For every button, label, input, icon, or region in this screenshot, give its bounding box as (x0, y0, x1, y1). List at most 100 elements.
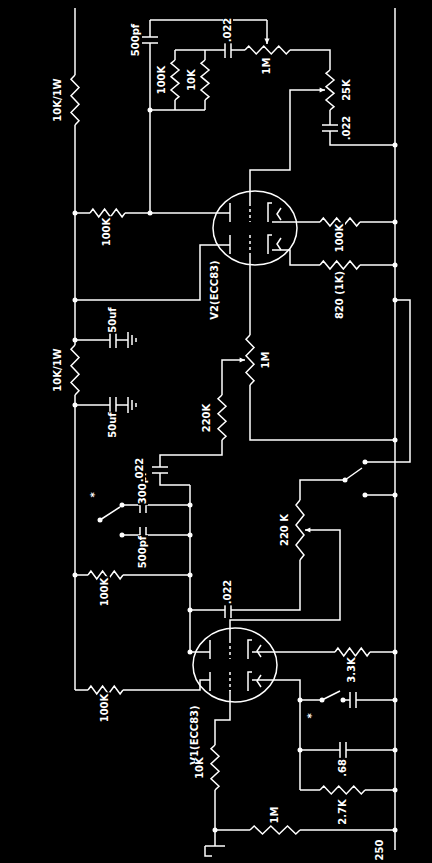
wire (160, 473, 190, 485)
resistor-symbol (211, 745, 219, 790)
resistor-symbol (320, 261, 360, 269)
resistor-value: 3.3K (347, 656, 357, 683)
wire (252, 680, 300, 790)
b-plus-rail (74, 395, 76, 690)
capacitor-symbol (322, 124, 338, 126)
wire (215, 690, 230, 745)
junction-dot (298, 698, 303, 703)
junction-dot (213, 828, 218, 833)
tube-cathode (268, 235, 272, 254)
wire (150, 109, 205, 111)
wire (300, 829, 395, 831)
wire (272, 221, 320, 223)
wire (231, 49, 245, 51)
tube-cathode (248, 672, 252, 691)
wiper-arrow (305, 527, 310, 532)
junction-dot (341, 698, 346, 703)
ground-symbol (127, 397, 129, 413)
junction-dot (343, 478, 348, 483)
resistor-symbol (201, 60, 209, 100)
resistor-value: 10K (195, 756, 205, 780)
wire (150, 19, 267, 21)
resistor-symbol (296, 500, 304, 560)
wire (356, 699, 395, 701)
junction-dot (393, 263, 398, 268)
capacitor-value: 50uf (108, 306, 118, 333)
resistor-value: 220K (202, 403, 212, 434)
resistor-symbol (250, 826, 300, 834)
tube-heater (277, 238, 281, 250)
resistor-value: 820 (1K) (335, 270, 345, 320)
b-plus-rail (74, 125, 76, 345)
wire (222, 360, 232, 395)
junction-dot (393, 143, 398, 148)
wire (300, 749, 340, 751)
tube-grid (229, 640, 231, 659)
wire (231, 560, 300, 610)
wire (215, 829, 250, 831)
junction-dot (188, 573, 193, 578)
wiper-arrow (264, 39, 269, 44)
resistor-value: 100K (335, 223, 345, 254)
wire (360, 221, 395, 223)
capacitor-value: .022 (223, 579, 233, 606)
junction-dot (73, 573, 78, 578)
junction-dot (120, 533, 125, 538)
resistor-value: 10K/1W (53, 77, 63, 122)
wire (125, 212, 230, 214)
junction-dot (393, 698, 398, 703)
capacitor-value: .022 (223, 17, 233, 44)
junction-dot (393, 438, 398, 443)
wire (160, 440, 222, 467)
tube-heater (257, 645, 261, 657)
wire (75, 404, 110, 406)
wire (272, 250, 320, 265)
wire (190, 609, 225, 611)
ground-symbol (135, 338, 137, 342)
wire (249, 254, 251, 335)
capacitor-value: .68 (338, 758, 348, 778)
tube-grid (229, 672, 231, 691)
tube-cathode (268, 203, 272, 222)
input-jack (205, 846, 212, 856)
wire (250, 90, 310, 203)
resistor-symbol (171, 60, 179, 100)
wire (174, 50, 176, 60)
resistor-symbol (245, 46, 290, 54)
resistor-value: 100K (100, 577, 110, 608)
capacitor-value: .022 (342, 115, 352, 142)
pot-value: 1M (262, 57, 272, 76)
voltage-label: 250 (375, 839, 385, 862)
capacitor-value: .022 (135, 457, 145, 484)
junction-dot (188, 608, 193, 613)
tube-label: V2(ECC83) (210, 259, 220, 320)
junction-dot (98, 518, 103, 523)
pot-value: 220 K (280, 513, 290, 547)
resistor-value: 2.7K (338, 798, 348, 825)
junction-dot (188, 503, 193, 508)
switch-blade (345, 468, 362, 480)
junction-dot (73, 211, 78, 216)
junction-dot (393, 828, 398, 833)
junction-dot (73, 403, 78, 408)
wires (71, 8, 410, 856)
wire (250, 385, 395, 440)
wire (190, 651, 210, 653)
junction-dot (393, 788, 398, 793)
ground-symbol (131, 400, 133, 410)
junction-dot (393, 220, 398, 225)
tube-heater (257, 675, 261, 687)
wire (123, 680, 210, 690)
capacitor-symbol (109, 332, 111, 348)
resistor-symbol (246, 335, 254, 385)
junction-dot (298, 748, 303, 753)
wire (174, 100, 176, 110)
resistor-symbol (335, 648, 370, 656)
resistor-value: 100K (100, 693, 110, 724)
junction-dot (363, 460, 368, 465)
junction-dot (188, 650, 193, 655)
tube-plate (209, 640, 211, 659)
switch-blade (322, 691, 340, 700)
